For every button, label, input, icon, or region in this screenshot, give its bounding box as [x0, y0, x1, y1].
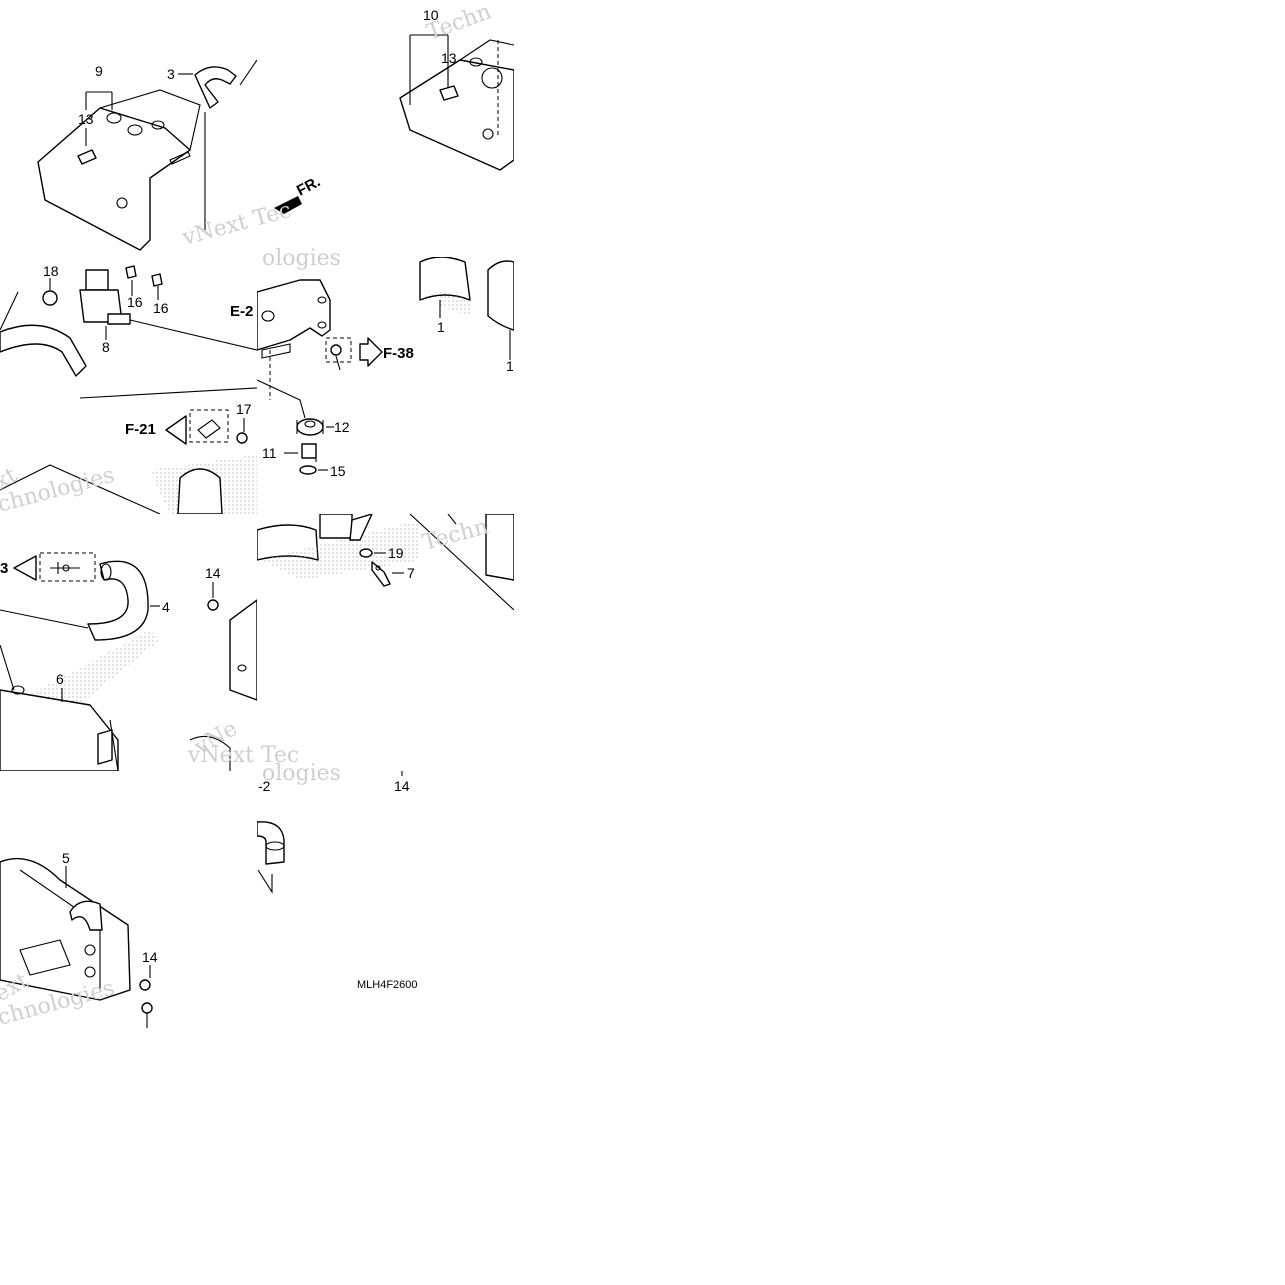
callout-19: 19 — [388, 545, 404, 561]
ref-f3-partial: 3 — [0, 560, 8, 577]
callout-12: 12 — [334, 419, 350, 435]
ref-e2-partial: -2 — [258, 778, 271, 794]
callout-4: 4 — [162, 599, 170, 615]
callout-17: 17 — [236, 401, 252, 417]
watermark: ologies — [262, 246, 341, 271]
callout-1a: 1 — [437, 319, 445, 335]
callout-13a: 13 — [78, 111, 94, 127]
watermark: vNext Tec — [187, 743, 299, 768]
callout-8: 8 — [102, 339, 110, 355]
hose-canister-assembly — [0, 552, 257, 771]
bracket-10-assembly — [274, 34, 514, 214]
callout-15: 15 — [330, 463, 346, 479]
callout-14b: 14 — [394, 778, 410, 794]
ref-f38: F-38 — [383, 345, 414, 362]
callout-1b: 1 — [506, 358, 514, 374]
watermark: vNext Tec — [179, 198, 294, 251]
hose-end-assembly — [257, 771, 403, 894]
callout-18: 18 — [43, 263, 59, 279]
clamp-tube-assembly — [257, 514, 514, 611]
callout-14a: 14 — [205, 565, 221, 581]
drawing-code: MLH4F2600 — [357, 979, 418, 991]
watermark: Techn — [420, 514, 491, 555]
valve-assembly — [0, 265, 257, 514]
callout-16b: 16 — [153, 300, 169, 316]
ref-e2: E-2 — [230, 303, 253, 320]
callout-6: 6 — [56, 671, 64, 687]
ref-f21: F-21 — [125, 421, 156, 438]
callout-3: 3 — [167, 66, 175, 82]
bracket-9-assembly — [37, 59, 257, 251]
callout-13b: 13 — [441, 50, 457, 66]
callout-labels: 1 1 3 4 5 6 7 8 9 10 11 12 13 13 14 14 1… — [43, 7, 514, 965]
callout-11: 11 — [262, 445, 277, 461]
watermark: chnologies — [0, 463, 117, 518]
callout-9: 9 — [95, 63, 103, 79]
watermark: ologies — [262, 761, 341, 786]
callout-16a: 16 — [127, 294, 143, 310]
front-arrow-label: FR. — [294, 173, 323, 199]
callout-14c: 14 — [142, 949, 158, 965]
callout-7: 7 — [407, 565, 415, 581]
callout-5: 5 — [62, 850, 70, 866]
protector-5-assembly — [0, 857, 153, 1028]
callout-10: 10 — [423, 7, 439, 23]
mount-assembly — [257, 257, 514, 475]
